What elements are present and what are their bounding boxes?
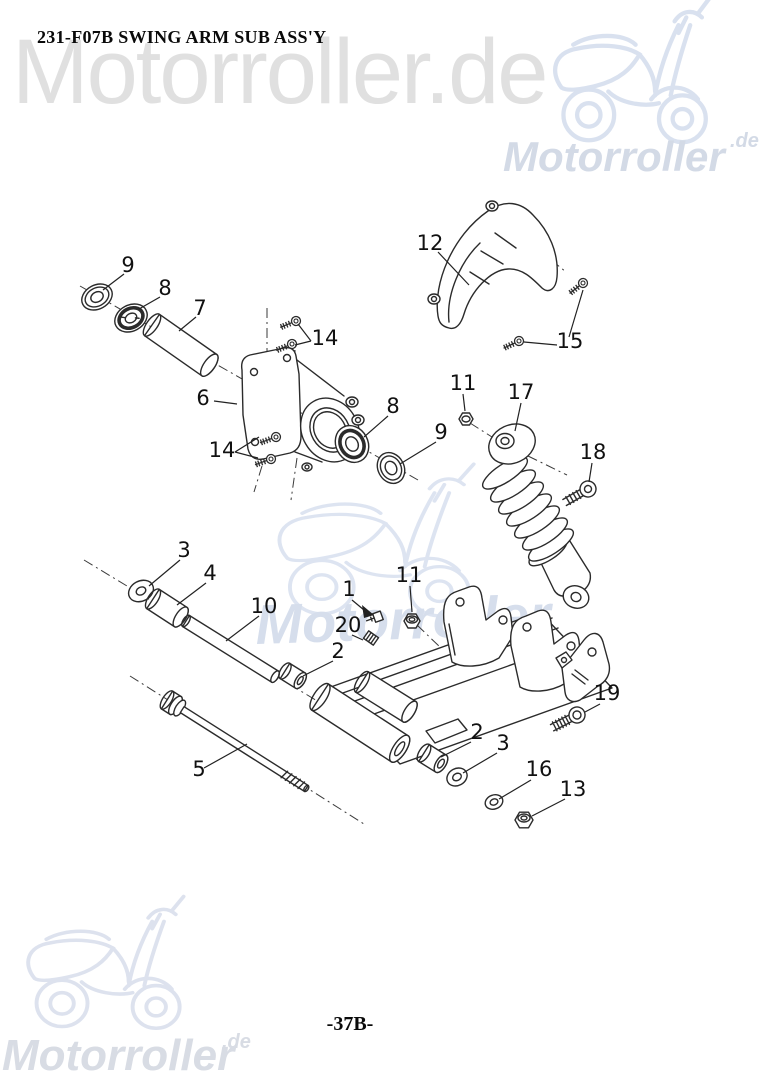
page-title: 231-F07B SWING ARM SUB ASS'Y — [37, 27, 326, 47]
callout-14-right: 14 — [312, 326, 339, 350]
part-swing-arm-frame — [309, 585, 613, 765]
part-15-screw-a — [566, 276, 590, 298]
callout-17: 17 — [508, 380, 535, 404]
callout-2-lower: 2 — [470, 720, 483, 744]
part-3-washer-lower — [446, 767, 468, 787]
part-4-collar — [144, 588, 189, 628]
callout-8-right: 8 — [386, 394, 399, 418]
callout-6: 6 — [196, 386, 209, 410]
scooter-watermark-bottom — [26, 894, 186, 1031]
callout-9-left: 9 — [121, 253, 134, 277]
part-16-washer — [484, 794, 504, 810]
callout-10: 10 — [251, 594, 278, 618]
part-9-seal-right — [376, 451, 406, 485]
construction-lines — [79, 221, 568, 825]
watermark-brand-bottom-suffix: .de — [222, 1031, 251, 1053]
callout-14-left: 14 — [209, 438, 236, 462]
side-plate — [561, 632, 611, 703]
part-8-bearing-right — [334, 424, 370, 464]
callout-8-left: 8 — [158, 276, 171, 300]
callout-18: 18 — [580, 440, 607, 464]
callout-9-right: 9 — [434, 420, 447, 444]
callout-5: 5 — [192, 757, 205, 781]
part-10-spacer-tube — [181, 614, 281, 684]
callout-3-upper: 3 — [177, 538, 190, 562]
page-number: -37B- — [327, 1013, 374, 1035]
callout-2-upper: 2 — [331, 639, 344, 663]
part-18-bolt — [562, 480, 597, 507]
callout-11-lower: 11 — [396, 563, 423, 587]
watermark-brand-bottom: Motorroller — [2, 1031, 237, 1080]
arrowhead-part-1 — [362, 605, 374, 618]
part-5-pivot-shaft — [159, 690, 310, 793]
watermark-top-text: Motorroller.de — [12, 21, 546, 123]
callout-labels: 9 8 7 14 6 14 8 9 12 15 11 17 18 3 4 10 … — [121, 231, 620, 801]
callout-11-upper: 11 — [450, 371, 477, 395]
part-11-nut-upper — [458, 412, 474, 426]
part-7-sleeve — [142, 313, 219, 377]
part-8-bearing-left — [114, 303, 148, 333]
watermark-brand-right-suffix: .de — [730, 130, 759, 152]
callout-15: 15 — [557, 329, 584, 353]
part-11-nut-lower — [403, 613, 421, 629]
watermark-brand-right: Motorroller — [503, 133, 727, 180]
callout-19: 19 — [594, 681, 621, 705]
shock-spring — [481, 456, 575, 567]
callout-4: 4 — [203, 561, 216, 585]
callout-12: 12 — [417, 231, 444, 255]
callout-7: 7 — [193, 296, 206, 320]
part-17-shock-absorber — [481, 423, 592, 609]
callout-3-lower: 3 — [496, 731, 509, 755]
part-9-seal-left — [81, 283, 113, 311]
callout-13: 13 — [560, 777, 587, 801]
part-19-bolt — [549, 706, 586, 732]
scooter-watermark-top-right — [555, 0, 710, 142]
part-6-pivot-housing — [240, 346, 365, 472]
leader-lines — [102, 251, 601, 817]
part-20-pin — [362, 630, 380, 646]
front-pivot-tube — [309, 682, 411, 763]
part-14-bolt-a — [277, 314, 303, 333]
callout-1: 1 — [342, 577, 355, 601]
part-13-nut — [514, 811, 534, 829]
callout-20: 20 — [335, 613, 362, 637]
part-12-guard — [427, 200, 558, 330]
callout-16: 16 — [526, 757, 553, 781]
part-2-bushing-lower — [416, 743, 449, 774]
part-2-bushing-upper — [278, 662, 308, 690]
part-15-screw-b — [501, 334, 526, 353]
part-3-washer-upper — [127, 579, 155, 603]
part-1-bolt — [365, 610, 384, 623]
